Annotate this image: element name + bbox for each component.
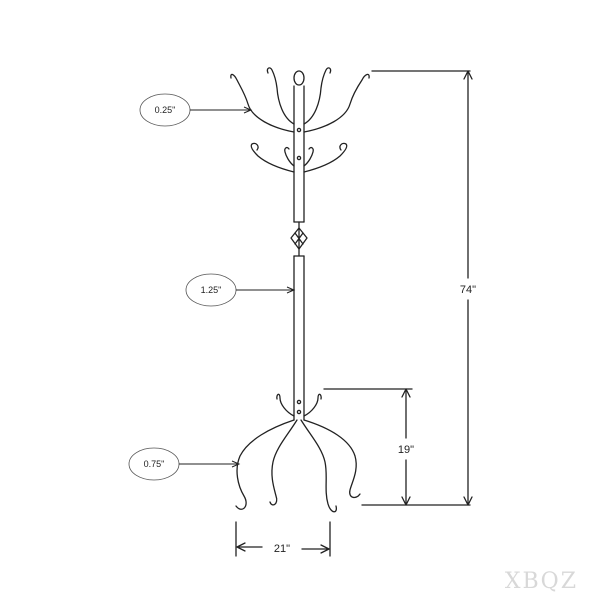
- upper-pole: [293, 85, 305, 223]
- base-width-dimension-label: 21": [274, 543, 290, 555]
- height-dimension-line: [361, 70, 473, 506]
- base-height-dimension-label: 19": [398, 444, 414, 456]
- callout-pole-label: 1.25": [201, 285, 222, 295]
- lower-pole: [293, 255, 305, 421]
- twisted-knot: [290, 221, 308, 257]
- callout-top-tube-label: 0.25": [155, 105, 176, 115]
- upper-hooks: [230, 67, 370, 133]
- height-dimension-label: 74": [460, 284, 476, 296]
- base-height-dimension-line: [323, 388, 413, 506]
- watermark: XBQZ: [505, 569, 578, 594]
- lower-hooks: [250, 142, 348, 173]
- base-hooks: [276, 393, 322, 417]
- finial: [293, 70, 305, 86]
- callout-leg-label: 0.75": [144, 459, 165, 469]
- base-width-dimension-line: [235, 521, 331, 557]
- legs: [235, 419, 361, 513]
